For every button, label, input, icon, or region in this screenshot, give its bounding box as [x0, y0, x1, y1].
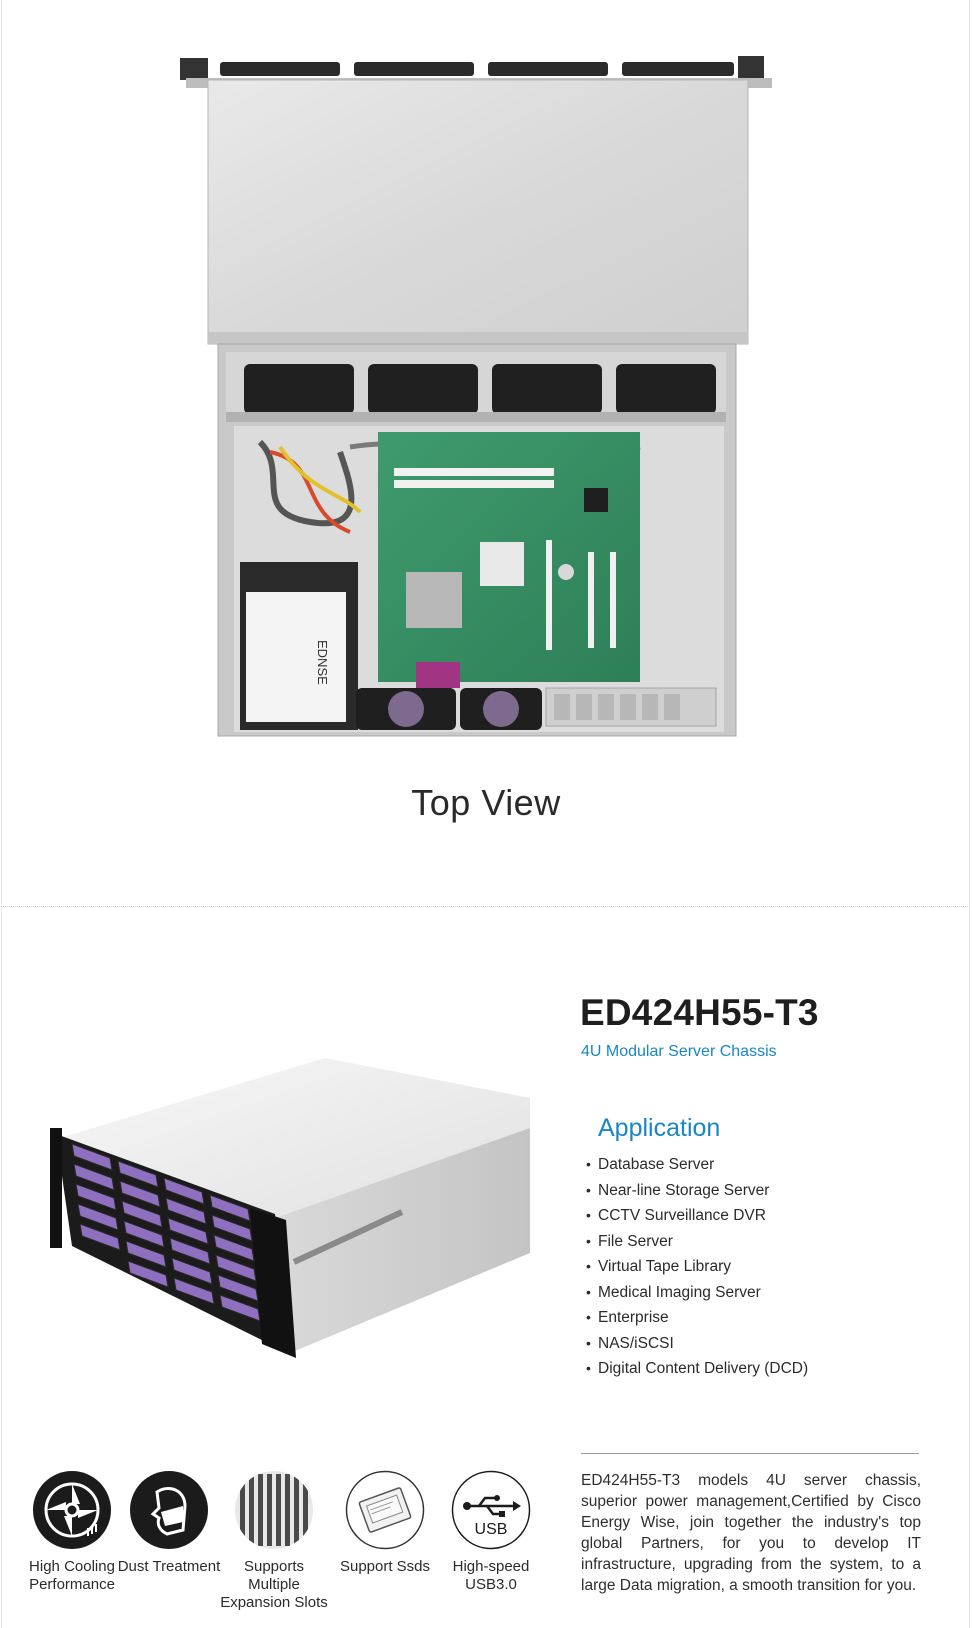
chassis-perspective-image — [50, 1058, 530, 1358]
usb-badge-text: USB — [475, 1521, 508, 1538]
list-item: NAS/iSCSI — [586, 1331, 808, 1357]
list-item: CCTV Surveillance DVR — [586, 1203, 808, 1229]
ssd-icon — [345, 1470, 425, 1550]
feature-support-ssds: Support Ssds — [330, 1470, 440, 1576]
description-rule — [581, 1453, 919, 1454]
psu-brand-text: EDNSE — [315, 640, 330, 685]
feature-label: High-speed USB3.0 — [452, 1558, 530, 1593]
feature-high-cooling: High Cooling Performance — [17, 1470, 127, 1594]
list-item: Medical Imaging Server — [586, 1280, 808, 1306]
list-item: Virtual Tape Library — [586, 1254, 808, 1280]
list-item: Digital Content Delivery (DCD) — [586, 1356, 808, 1382]
feature-label: Support Ssds — [339, 1558, 431, 1575]
fan-icon — [33, 1471, 111, 1549]
product-description: ED424H55-T3 models 4U server chassis, su… — [581, 1472, 921, 1594]
top-view-caption: Top View — [411, 782, 561, 823]
feature-label: High Cooling Performance — [29, 1558, 115, 1593]
product-model: ED424H55-T3 — [580, 992, 819, 1033]
feature-label: Supports Multiple Expansion Slots — [220, 1558, 328, 1611]
usb-icon: USB — [451, 1470, 531, 1550]
feature-expansion-slots: Supports Multiple Expansion Slots — [219, 1470, 329, 1612]
list-item: Enterprise — [586, 1305, 808, 1331]
section-divider — [1, 906, 970, 907]
feature-dust-treatment: Dust Treatment — [114, 1470, 224, 1576]
feature-usb3: USB High-speed USB3.0 — [436, 1470, 546, 1594]
list-item: Near-line Storage Server — [586, 1178, 808, 1204]
feature-label: Dust Treatment — [117, 1558, 221, 1575]
list-item: Database Server — [586, 1152, 808, 1178]
mask-icon — [130, 1471, 208, 1549]
list-item: File Server — [586, 1229, 808, 1255]
product-subtitle: 4U Modular Server Chassis — [581, 1043, 777, 1060]
expansion-slots-icon — [235, 1471, 313, 1549]
chassis-top-view-image: EDNSE — [180, 56, 772, 737]
application-list: Database Server Near-line Storage Server… — [586, 1152, 808, 1382]
application-heading: Application — [598, 1114, 721, 1142]
